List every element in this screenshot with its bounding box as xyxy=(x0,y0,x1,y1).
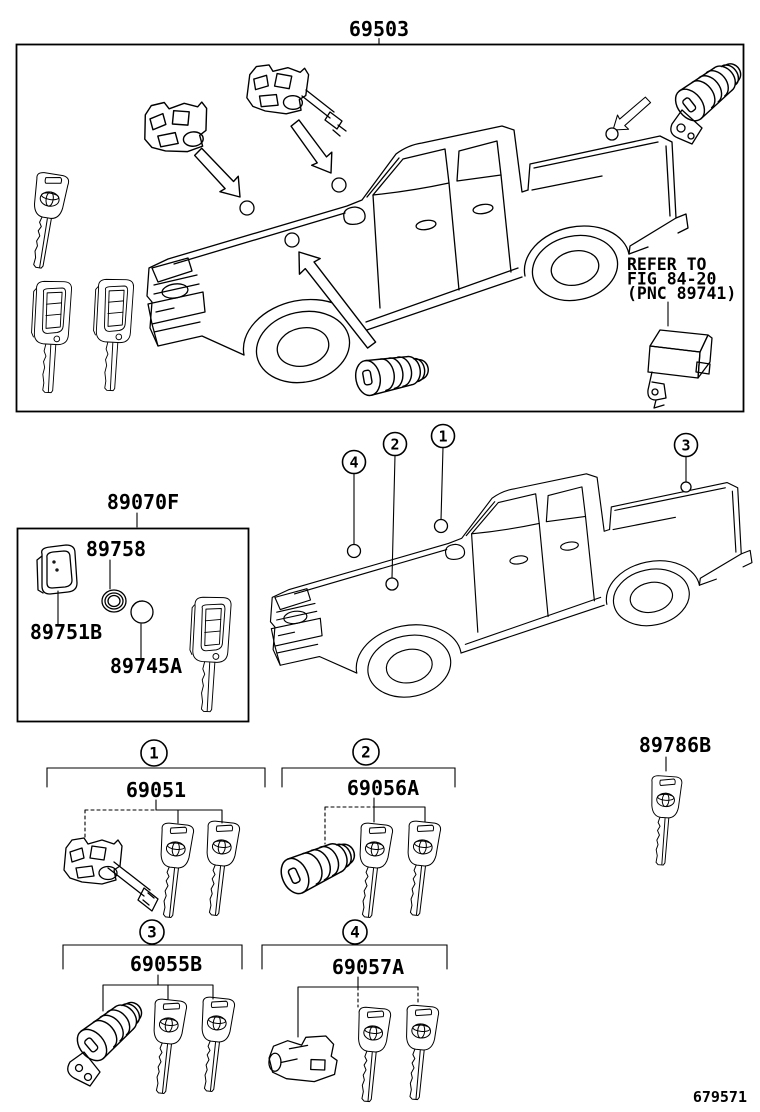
group-1-callout: 1 xyxy=(149,744,159,763)
location-marker xyxy=(239,200,255,216)
ignition-lock-cylinder-icon xyxy=(267,1033,339,1084)
vehicle-diagram-callouts: 1 2 3 4 xyxy=(269,423,753,705)
group-3-callout-bubble xyxy=(139,919,165,945)
figure-number-label: 69503 xyxy=(349,17,409,41)
door-control-receiver-icon xyxy=(647,329,713,409)
callout-3-number: 3 xyxy=(681,436,690,454)
location-marker xyxy=(385,577,399,591)
kit-part-number: 89070F xyxy=(107,490,179,514)
group-4-ignition-lock-set: 4 69057A xyxy=(261,919,448,1104)
location-marker xyxy=(605,127,619,141)
callout-1-number: 1 xyxy=(438,427,447,445)
refer-note-line3: (PNC 89741) xyxy=(627,284,736,303)
refer-note-line1: REFER TO xyxy=(627,255,707,274)
group-3-part-number: 69055B xyxy=(130,952,202,976)
group-2-callout-bubble xyxy=(352,738,380,766)
back-door-lock-cylinder-icon xyxy=(67,991,151,1087)
callout-3-bubble xyxy=(673,432,699,458)
master-key-icon xyxy=(645,774,683,867)
location-marker xyxy=(433,518,449,534)
vehicle-diagram-front xyxy=(146,125,689,392)
master-key-icon xyxy=(193,995,236,1094)
refer-note: REFER TO FIG 84-20 (PNC 89741) xyxy=(627,255,736,409)
group-4-part-number: 69057A xyxy=(332,955,404,979)
pointer-arrow-icon xyxy=(190,141,250,206)
location-marker xyxy=(331,177,347,193)
pointer-arrow-icon xyxy=(286,113,342,181)
master-key-icon xyxy=(351,821,394,920)
master-key-icon xyxy=(152,821,195,920)
master-key-icon xyxy=(22,171,70,271)
pointer-arrow-icon xyxy=(287,243,382,355)
group-2-glovebox-lock-set: 2 69056A xyxy=(275,738,456,920)
remote-flip-key-icon xyxy=(90,277,135,392)
grommet-ring-icon xyxy=(101,589,127,613)
master-key-icon xyxy=(350,1006,392,1104)
glovebox-lock-cylinder-icon xyxy=(275,832,362,899)
callout-4-number: 4 xyxy=(349,453,358,471)
master-key-icon xyxy=(399,819,442,918)
refer-note-line2: FIG 84-20 xyxy=(627,270,716,289)
group-2-part-number: 69056A xyxy=(347,776,419,800)
group-1-door-lock-set: 1 69051 xyxy=(46,739,266,920)
remote-flip-key-icon xyxy=(28,279,73,394)
remote-flip-key-icon xyxy=(186,595,232,713)
callout-2-number: 2 xyxy=(390,435,399,453)
door-lock-cylinder-icon xyxy=(63,837,159,912)
cover-part-number: 89751B xyxy=(30,620,102,644)
master-key-icon xyxy=(145,997,188,1096)
group-3-callout: 3 xyxy=(147,923,157,942)
door-lock-cylinder-icon xyxy=(141,98,211,156)
ring-part-number: 89758 xyxy=(86,537,146,561)
group-4-callout-bubble xyxy=(342,919,368,945)
battery-part-number: 89745A xyxy=(110,654,182,678)
pickup-truck-icon xyxy=(146,125,689,392)
spare-lock-cylinder-icon xyxy=(352,349,432,399)
master-key-icon xyxy=(398,1004,440,1102)
callout-2-bubble xyxy=(382,431,408,457)
glovebox-lock-cylinder-icon xyxy=(668,52,750,145)
group-1-callout-bubble xyxy=(140,739,168,767)
location-marker xyxy=(284,232,300,248)
key-cover-icon xyxy=(36,544,78,595)
location-marker xyxy=(680,481,692,493)
group-2-callout: 2 xyxy=(361,743,371,762)
group-3-back-door-lock-set: 3 69055B xyxy=(62,919,243,1096)
footer-figure-code: 679571 xyxy=(693,1088,747,1106)
top-assembly-box xyxy=(15,43,745,413)
group-1-part-number: 69051 xyxy=(126,778,186,802)
key-kit-box xyxy=(16,527,250,723)
standalone-key-part-number: 89786B xyxy=(639,733,711,757)
callout-4-bubble xyxy=(341,449,367,475)
standalone-key-section: 89786B xyxy=(639,733,711,867)
key-kit-section: 89070F 89751B 89758 89745A xyxy=(16,490,250,723)
group-4-callout: 4 xyxy=(350,923,360,942)
steering-lock-cylinder-icon xyxy=(245,63,347,137)
callout-1-bubble xyxy=(430,423,456,449)
battery-disc-icon xyxy=(130,600,154,624)
pickup-truck-icon xyxy=(269,473,753,705)
master-key-icon xyxy=(198,819,241,918)
location-marker xyxy=(346,543,362,559)
figure-title: 69503 xyxy=(349,17,409,46)
